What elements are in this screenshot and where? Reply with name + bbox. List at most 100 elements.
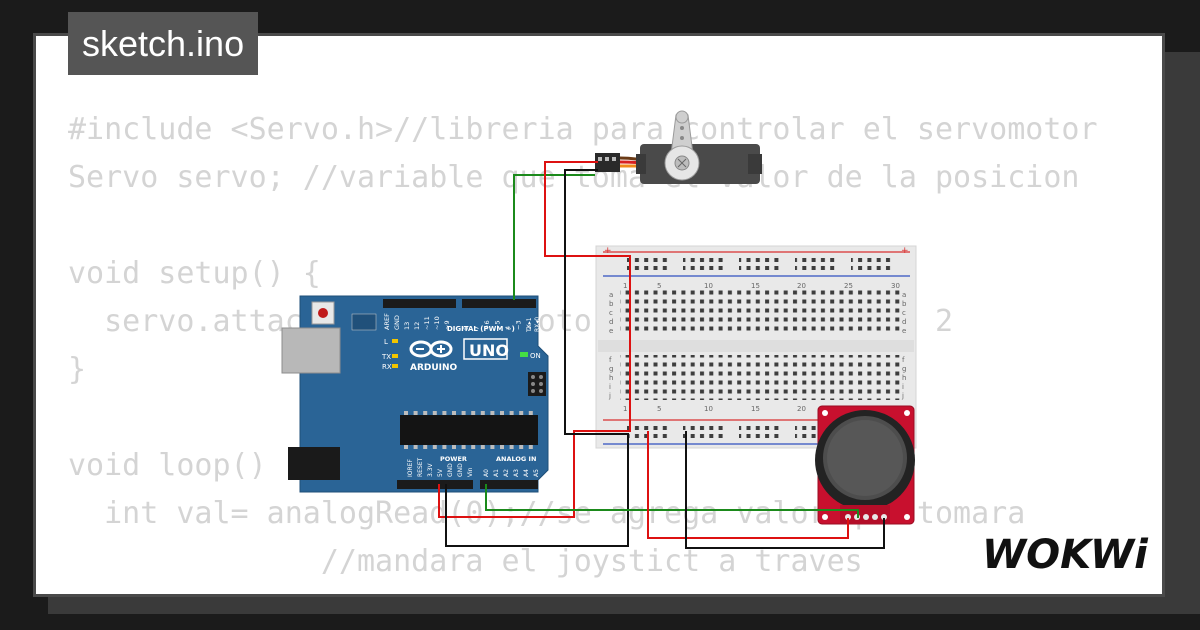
atmega-chip xyxy=(400,415,538,445)
breadboard-row-label: d xyxy=(902,318,906,326)
breadboard-row-label: i xyxy=(609,383,611,391)
analog-in-label: ANALOG IN xyxy=(496,455,536,463)
servo-motor[interactable] xyxy=(595,110,762,184)
breadboard-row-label: b xyxy=(609,300,614,308)
power-pin-label: 5V xyxy=(437,468,444,477)
top-pin-label: 13 xyxy=(403,322,411,330)
code-line: void setup() { xyxy=(68,256,321,291)
breadboard-column-number: 20 xyxy=(797,405,806,413)
breadboard-row-label: b xyxy=(902,300,907,308)
wire-gnd-black xyxy=(445,169,629,547)
top-pin-label: 2 xyxy=(525,326,533,330)
code-line: void loop() { xyxy=(68,448,303,483)
breadboard-row-label: e xyxy=(902,327,906,335)
servo-connector xyxy=(595,153,620,172)
power-label: POWER xyxy=(440,455,467,463)
breadboard-row-label: h xyxy=(902,374,906,382)
wokwi-logo-text: WOKWi xyxy=(982,532,1149,576)
top-pin-label: AREF xyxy=(383,313,391,330)
breadboard-column-number: 1 xyxy=(623,282,627,290)
digital-pwm-label: DIGITAL (PWM ~) xyxy=(447,325,515,333)
power-pin-label: RESET xyxy=(417,457,424,477)
breadboard-plus-label-right: + xyxy=(901,246,909,256)
breadboard-row-label: j xyxy=(608,392,611,400)
top-pin-label: ~5 xyxy=(494,320,502,330)
breadboard-row-label: h xyxy=(609,374,613,382)
breadboard-row-label: i xyxy=(902,383,904,391)
breadboard-column-number: 5 xyxy=(657,405,661,413)
tx-pin-label: TX▸1 xyxy=(526,317,533,333)
power-pin-label: GND xyxy=(447,463,454,477)
header-power xyxy=(397,480,473,489)
wire-signal-green xyxy=(513,174,595,300)
arduino-infinity-logo xyxy=(409,340,453,358)
analog-pin-label: A2 xyxy=(503,469,510,477)
breadboard-row-label: c xyxy=(902,309,906,317)
code-line: val= map(val,0,1023,0,180);//mapear valo… xyxy=(68,586,1098,594)
l-led-label: L xyxy=(384,338,388,346)
power-pin-label: 3.3V xyxy=(427,462,434,477)
analog-pin-label: A0 xyxy=(483,469,490,477)
wire-joy-vcc-red xyxy=(647,431,849,539)
breadboard-row-label: g xyxy=(609,365,613,373)
usb-port xyxy=(281,327,341,374)
breadboard-column-number: 1 xyxy=(623,405,627,413)
top-pin-label: GND xyxy=(393,315,401,330)
analog-pin-label: A3 xyxy=(513,469,520,477)
breadboard-column-number: 15 xyxy=(751,282,760,290)
header-analog xyxy=(480,480,538,489)
breadboard-plus-label: + xyxy=(604,246,612,256)
top-pin-label: 12 xyxy=(413,322,421,330)
wire-5v-red xyxy=(438,161,631,518)
breadboard-row-label: f xyxy=(609,356,612,364)
breadboard-row-label: d xyxy=(609,318,613,326)
breadboard-column-number: 5 xyxy=(657,282,661,290)
reset-button-cap[interactable] xyxy=(318,308,328,318)
arduino-brand: ARDUINO xyxy=(410,363,458,373)
analog-pin-label: A4 xyxy=(523,469,530,477)
breadboard-row-label: e xyxy=(609,327,613,335)
breadboard-row-label: f xyxy=(902,356,905,364)
uno-label: UNO xyxy=(469,341,509,360)
servo-body xyxy=(640,144,760,184)
breadboard-row-label: j xyxy=(901,392,904,400)
top-pin-label: 7 xyxy=(473,326,481,330)
file-tab[interactable]: sketch.ino xyxy=(68,12,259,75)
breadboard-column-number: 10 xyxy=(704,405,713,413)
wire-vrx-green xyxy=(485,484,859,518)
tx-led-label: TX xyxy=(381,353,391,361)
top-pin-label: ~11 xyxy=(423,316,431,330)
breadboard-row-label: a xyxy=(609,291,613,299)
top-pin-label: ~9 xyxy=(443,320,451,330)
power-jack xyxy=(288,447,340,480)
analog-pin-label: A5 xyxy=(533,469,540,477)
analog-pin-label: A1 xyxy=(493,469,500,477)
top-pin-label: 4 xyxy=(504,326,512,330)
breadboard-column-number: 10 xyxy=(704,282,713,290)
code-line: #include <Servo.h>//libreria para contro… xyxy=(68,112,1098,147)
breadboard-column-number: 15 xyxy=(751,405,760,413)
analog-joystick[interactable] xyxy=(815,405,915,525)
code-line: } xyxy=(68,352,87,387)
breadboard-row-label: g xyxy=(902,365,906,373)
top-pin-label: 8 xyxy=(462,326,470,330)
power-pin-label: IOREF xyxy=(407,459,414,477)
wires xyxy=(438,161,885,549)
header-top-right xyxy=(462,299,536,308)
top-pin-label: ~6 xyxy=(483,320,491,330)
top-pin-label: ~10 xyxy=(433,316,441,330)
breadboard-column-number: 20 xyxy=(797,282,806,290)
code-line: Servo servo; //variable que toma el valo… xyxy=(68,160,1080,195)
on-led-label: ON xyxy=(530,352,541,360)
rx-pin-label: RX◂0 xyxy=(534,317,541,332)
wire-joy-gnd-black xyxy=(685,431,885,549)
breadboard-row-label: a xyxy=(902,291,906,299)
rx-led-label: RX xyxy=(382,363,392,371)
power-pin-label: GND xyxy=(457,463,464,477)
breadboard-column-number: 25 xyxy=(844,282,853,290)
header-top-left xyxy=(383,299,456,308)
breadboard-column-number: 30 xyxy=(891,282,900,290)
